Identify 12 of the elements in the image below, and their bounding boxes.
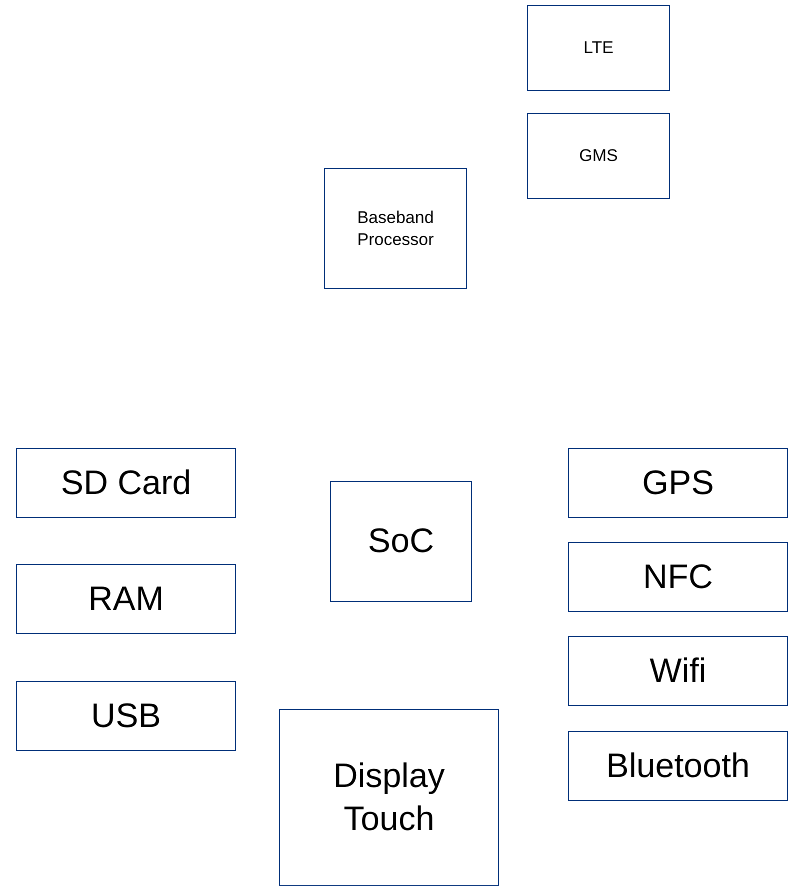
component-box: NFC [568, 542, 788, 612]
component-box: Bluetooth [568, 731, 788, 801]
component-box: Wifi [568, 636, 788, 706]
component-box: Baseband Processor [324, 168, 467, 289]
component-box: SoC [330, 481, 472, 602]
component-box: Display Touch [279, 709, 499, 886]
component-box: RAM [16, 564, 236, 634]
component-box: GPS [568, 448, 788, 518]
component-box: LTE [527, 5, 670, 91]
component-box: SD Card [16, 448, 236, 518]
component-box: GMS [527, 113, 670, 199]
component-box: USB [16, 681, 236, 751]
